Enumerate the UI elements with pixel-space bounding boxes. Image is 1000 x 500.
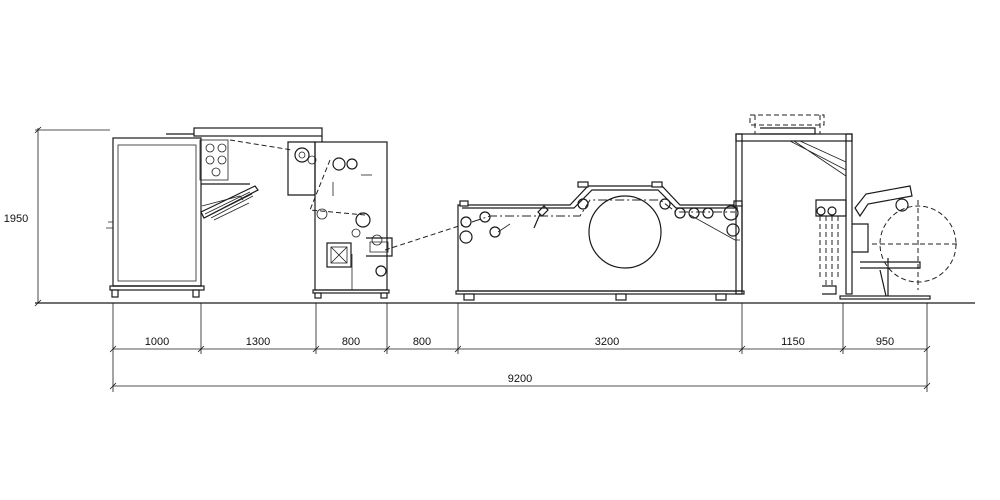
segment-dimension-line [109, 303, 931, 392]
segment-label-2: 1300 [246, 336, 270, 348]
unit-rewinder [735, 114, 960, 300]
height-dimension-label: 1950 [4, 213, 28, 225]
unit-main-machine [455, 181, 745, 301]
total-dimension-label: 9200 [508, 373, 532, 385]
segment-label-5: 3200 [595, 336, 619, 348]
segment-label-7: 950 [876, 336, 894, 348]
unit-printing-tower [287, 141, 393, 299]
total-dimension-line [109, 382, 931, 390]
unit-unwinder [106, 127, 323, 298]
segment-label-3: 800 [342, 336, 360, 348]
segment-label-1: 1000 [145, 336, 169, 348]
height-dimension [34, 126, 110, 307]
segment-label-6: 1150 [781, 336, 805, 348]
web-path-2 [309, 159, 366, 216]
segment-label-4: 800 [413, 336, 431, 348]
web-path-3 [384, 224, 463, 251]
web-path-1 [229, 139, 293, 151]
